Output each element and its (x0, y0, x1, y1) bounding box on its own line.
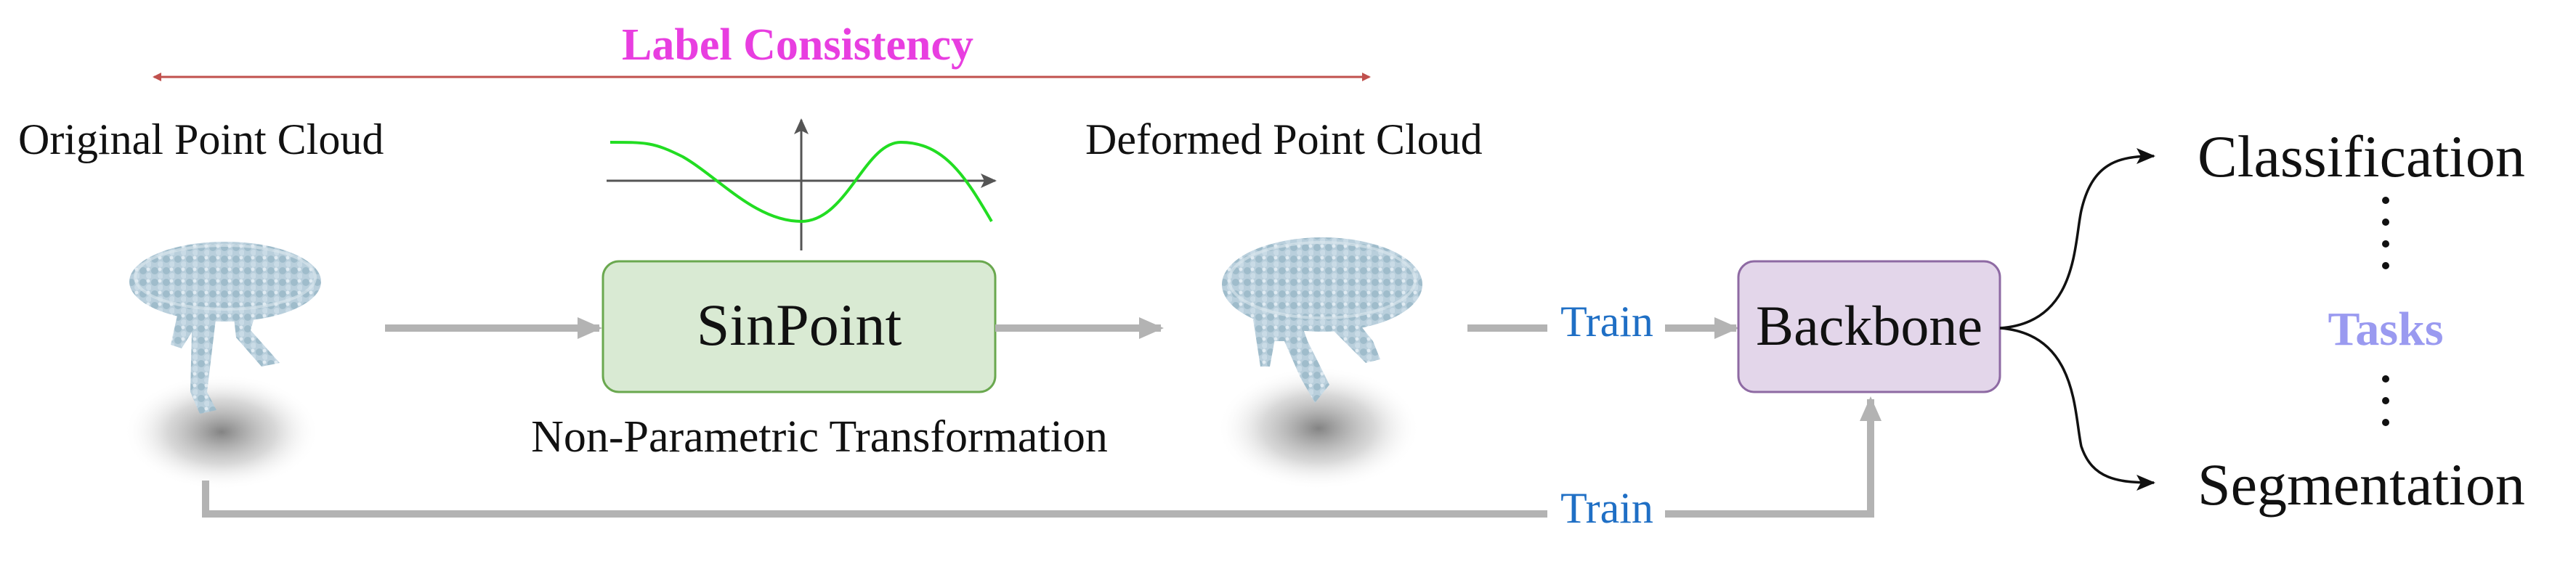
sinpoint-label: SinPoint (697, 292, 902, 358)
train-label-top: Train (1560, 298, 1653, 346)
arrow-backbone-to-segmentation (1999, 327, 2155, 491)
sine-wave-curve (609, 140, 993, 224)
classification-label: Classification (2198, 123, 2525, 189)
transform-label: Non-Parametric Transformation (531, 412, 1108, 462)
arrow-original-to-backbone-tail (1665, 396, 1882, 518)
arrow-backbone-to-classification (1999, 148, 2155, 330)
task-dots-lower (2382, 375, 2389, 426)
deformed-cloud-top (1222, 237, 1422, 332)
original-cloud-leg (190, 301, 218, 414)
deformed-cloud-shadow (1217, 367, 1420, 490)
original-cloud-shadow (123, 374, 320, 490)
arrow-original-to-backbone (202, 481, 1547, 518)
deformed-point-cloud-label: Deformed Point Cloud (1085, 115, 1483, 163)
original-cloud-top-rim (134, 244, 317, 311)
deformed-point-cloud (1217, 237, 1422, 490)
deformed-cloud-leg (1264, 308, 1329, 403)
task-dots-upper (2382, 197, 2389, 269)
backbone-box: Backbone (1737, 260, 2001, 393)
tasks-label: Tasks (2328, 303, 2443, 356)
deformed-cloud-leg (1253, 319, 1279, 367)
original-cloud-leg (171, 312, 200, 348)
deformed-cloud-top-rim (1228, 241, 1417, 319)
train-label-bottom: Train (1560, 484, 1653, 532)
backbone-label: Backbone (1756, 294, 1982, 357)
segmentation-label: Segmentation (2198, 451, 2525, 518)
original-cloud-top (129, 242, 321, 322)
sine-wave-plot (607, 118, 997, 250)
original-point-cloud-label: Original Point Cloud (18, 115, 384, 163)
original-point-cloud (123, 242, 321, 490)
label-consistency-title: Label Consistency (622, 20, 973, 70)
sinpoint-box: SinPoint (602, 260, 997, 393)
